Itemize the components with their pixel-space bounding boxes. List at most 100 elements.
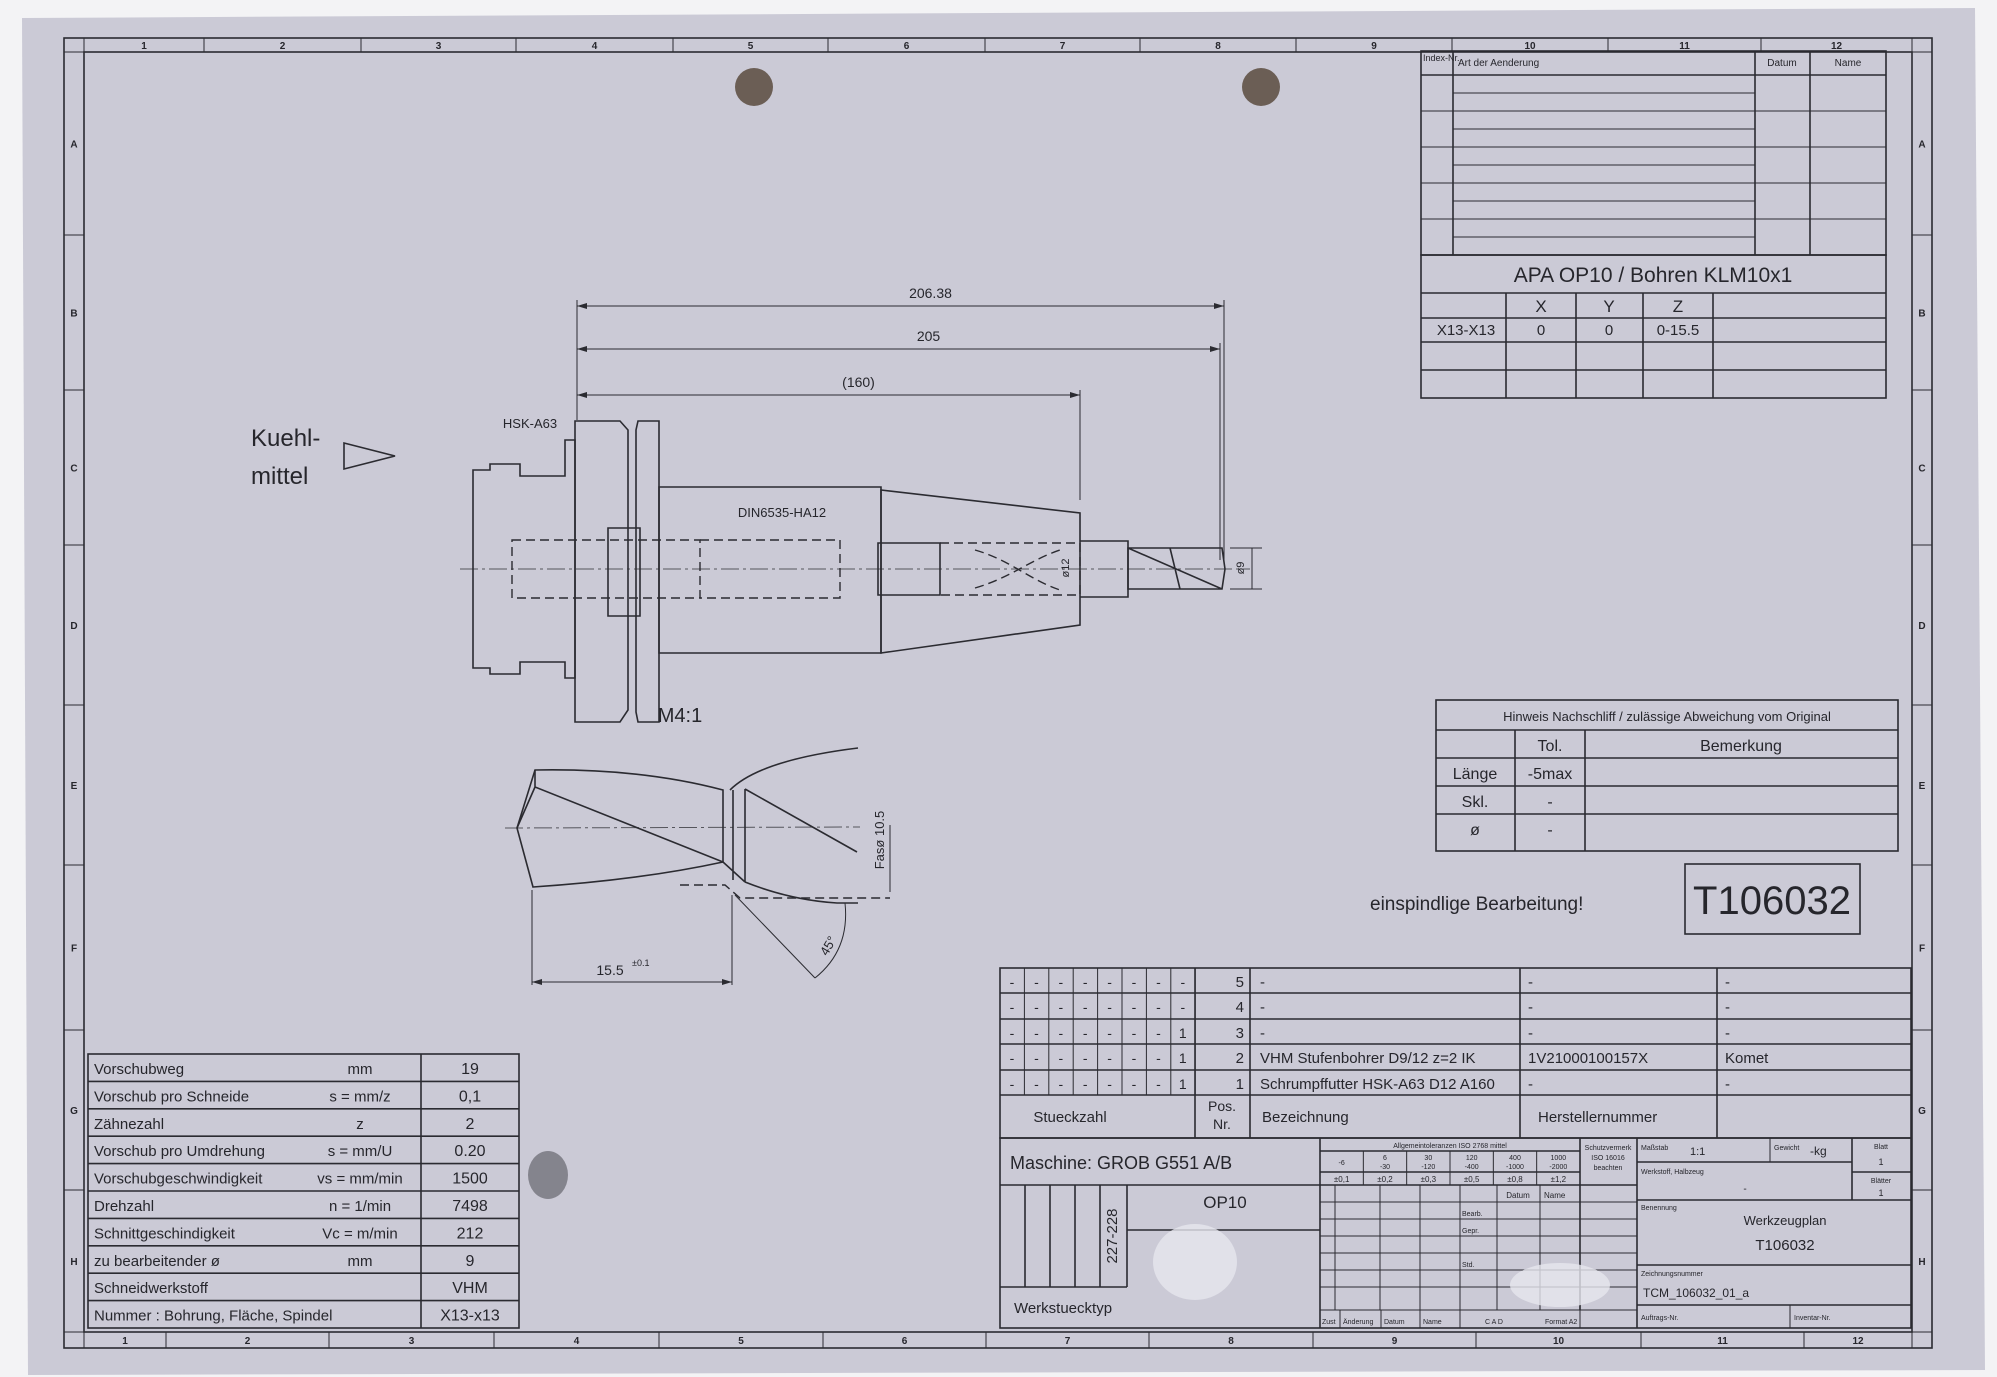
- material-label: Werkstoff, Halbzeug: [1641, 1169, 1704, 1176]
- count-cell: 1: [1179, 1076, 1187, 1092]
- tool-number: T106032: [1693, 879, 1851, 923]
- apa-title: APA OP10 / Bohren KLM10x1: [1514, 264, 1793, 287]
- order-number-label: Auftrags-Nr.: [1641, 1315, 1678, 1322]
- zone-number: 10: [1553, 1336, 1565, 1347]
- zone-letter: H: [70, 1257, 77, 1268]
- regrind-table: Hinweis Nachschliff / zulässige Abweichu…: [1370, 699, 1899, 935]
- zone-number: 9: [1392, 1336, 1398, 1347]
- part-description: -: [1260, 999, 1265, 1016]
- zone-letter: C: [70, 464, 77, 475]
- tolerance-range: 400: [1509, 1155, 1521, 1162]
- parameter-value: 0,1: [459, 1088, 481, 1105]
- position-number: 1: [1236, 1076, 1244, 1093]
- count-cell: -: [1010, 1050, 1015, 1066]
- pos-header: Pos.: [1208, 1098, 1236, 1114]
- hidden-bore: [700, 539, 841, 599]
- zone-number: 7: [1060, 41, 1066, 52]
- coupling: [607, 527, 641, 617]
- date-header: Datum: [1767, 58, 1796, 69]
- zone-number: 12: [1831, 41, 1843, 52]
- count-cell: -: [1132, 974, 1137, 990]
- footer-label: Name: [1423, 1319, 1442, 1326]
- zone-letter: G: [1918, 1106, 1926, 1117]
- parameter-unit: n = 1/min: [329, 1198, 391, 1215]
- zone-number: 4: [592, 41, 598, 52]
- count-cell: -: [1156, 1050, 1161, 1066]
- holder-cone: [880, 489, 1081, 654]
- punch-hole: [735, 68, 773, 106]
- position-number: 3: [1236, 1025, 1244, 1042]
- chamfer-hidden: [680, 884, 890, 899]
- zone-letter: A: [1918, 140, 1925, 151]
- count-cell: -: [1034, 1076, 1039, 1092]
- tolerance-range: -1000: [1506, 1164, 1524, 1171]
- count-cell: -: [1083, 1050, 1088, 1066]
- parameter-label: Drehzahl: [94, 1198, 154, 1215]
- protection-note: Schutzvermerk: [1585, 1145, 1632, 1152]
- zone-number: 3: [436, 41, 442, 52]
- footer-label: C A D: [1485, 1319, 1503, 1326]
- count-cell: -: [1180, 999, 1185, 1015]
- diameter-12-label: ø12: [1060, 559, 1072, 578]
- parameter-unit: mm: [348, 1253, 373, 1270]
- parameter-label: Schnittgeschindigkeit: [94, 1225, 236, 1242]
- count-cell: -: [1083, 1076, 1088, 1092]
- footer-label: Datum: [1384, 1319, 1405, 1326]
- regrind-cell: ø: [1470, 822, 1480, 839]
- zone-letter: C: [1918, 464, 1925, 475]
- weight-value: -kg: [1810, 1144, 1827, 1158]
- zone-number: 3: [409, 1336, 415, 1347]
- sheet-label: Blatt: [1874, 1144, 1888, 1151]
- zone-number: 9: [1371, 41, 1377, 52]
- parameter-value: X13-x13: [440, 1308, 500, 1325]
- drawn-by-label: Bearb.: [1462, 1211, 1483, 1218]
- drawing-number: TCM_106032_01_a: [1643, 1286, 1749, 1300]
- parameter-unit: s = mm/z: [329, 1088, 390, 1105]
- tolerance-range: -2000: [1549, 1164, 1567, 1171]
- count-cell: -: [1058, 1050, 1063, 1066]
- dimension-label: (160): [842, 374, 875, 390]
- parameter-label: Vorschub pro Schneide: [94, 1088, 249, 1105]
- apa-header: Y: [1603, 297, 1614, 316]
- zone-number: 2: [280, 41, 286, 52]
- tolerance-value: ±0,2: [1377, 1175, 1393, 1184]
- zone-letter: F: [1919, 944, 1925, 955]
- regrind-cell: Länge: [1453, 766, 1498, 783]
- zone-letter: E: [71, 781, 78, 792]
- zone-letter: G: [70, 1106, 78, 1117]
- drill-shank-hidden: [940, 542, 1081, 596]
- manufacturer: -: [1725, 974, 1730, 991]
- count-cell: -: [1010, 1025, 1015, 1041]
- border: [999, 1137, 1912, 1329]
- change-header: Art der Aenderung: [1458, 58, 1539, 69]
- smudge: [528, 1151, 568, 1199]
- count-cell: -: [1107, 1050, 1112, 1066]
- border: [1420, 254, 1887, 399]
- manufacturer-number: -: [1528, 1025, 1533, 1042]
- apa-header: Z: [1673, 297, 1683, 316]
- zone-number: 12: [1852, 1336, 1864, 1347]
- count-cell: -: [1107, 999, 1112, 1015]
- material-value: -: [1743, 1184, 1746, 1195]
- count-cell: -: [1010, 974, 1015, 990]
- apa-cell: 0-15.5: [1657, 322, 1700, 339]
- parameter-value: 7498: [452, 1198, 488, 1215]
- count-cell: -: [1034, 974, 1039, 990]
- regrind-cell: -: [1547, 794, 1552, 811]
- grid-date-header: Datum: [1506, 1191, 1530, 1200]
- tolerance-value: ±1,2: [1551, 1175, 1567, 1184]
- position-number: 2: [1236, 1050, 1244, 1067]
- chamfer-label: Fasø 10.5: [872, 811, 887, 870]
- zone-letter: E: [1919, 781, 1926, 792]
- angle-arc: [814, 902, 847, 979]
- tolerance-title: Allgemeintoleranzen ISO 2768 mittel: [1393, 1143, 1507, 1150]
- apa-header: X: [1535, 297, 1546, 316]
- count-cell: -: [1058, 999, 1063, 1015]
- parameter-label: zu bearbeitender ø: [94, 1253, 220, 1270]
- count-cell: -: [1156, 1025, 1161, 1041]
- parameter-unit: mm: [348, 1061, 373, 1078]
- apa-cell: 0: [1605, 322, 1613, 339]
- count-cell: -: [1058, 974, 1063, 990]
